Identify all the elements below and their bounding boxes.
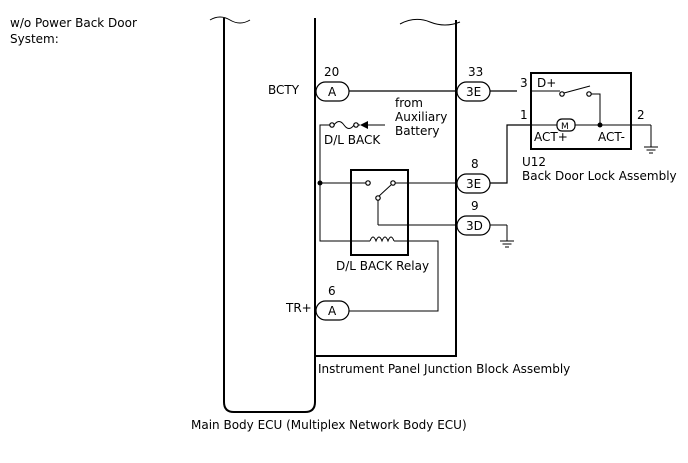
connector-3d-9-id: 3D (466, 219, 483, 233)
relay-switch-pivot (375, 195, 381, 201)
lock-switch-contact-left (559, 91, 565, 97)
ecu-top-break-left (209, 16, 251, 24)
act-minus-junction (597, 122, 603, 128)
relay-switch-blade (377, 184, 392, 198)
lock-pin-1: 1 (520, 108, 528, 122)
lock-pin-2: 2 (637, 108, 645, 122)
d-plus-label: D+ (537, 76, 556, 90)
act-minus-label: ACT- (598, 130, 625, 144)
ecu-label: Main Body ECU (Multiplex Network Body EC… (191, 418, 467, 432)
header-line-2: System: (10, 32, 59, 46)
pin-6-label: 6 (328, 284, 336, 298)
ecu-outline (223, 18, 316, 413)
junction-block-outline (315, 20, 457, 357)
pin-20-label: 20 (324, 65, 339, 79)
aux-source-line-1: from (395, 96, 423, 110)
lock-assembly-box (530, 72, 632, 150)
aux-source-line-2: Auxiliary (395, 110, 447, 124)
relay-contact-right (390, 180, 396, 186)
lock-switch-to-act-minus (591, 93, 601, 125)
relay-label: D/L BACK Relay (336, 259, 429, 273)
ground-icon-pin-9 (500, 240, 514, 248)
junction-block-label: Instrument Panel Junction Block Assembly (318, 362, 570, 376)
act-plus-label: ACT+ (534, 130, 568, 144)
coil-to-tr-wire (349, 240, 439, 312)
relay-contact-left (365, 180, 371, 186)
lock-pin-3: 3 (520, 76, 528, 90)
bcty-label: BCTY (268, 83, 300, 97)
lock-assembly-name: Back Door Lock Assembly (522, 169, 677, 183)
junction-top-break (399, 18, 461, 26)
pin-33-label: 33 (468, 65, 483, 79)
motor-symbol-label: M (561, 122, 569, 132)
connector-3e-33-id: 3E (466, 85, 481, 99)
pin-8-label: 8 (471, 157, 479, 171)
pin-9-label: 9 (471, 199, 479, 213)
relay-coil-icon (369, 236, 395, 243)
header-line-1: w/o Power Back Door (10, 16, 137, 30)
aux-source-arrow-icon (360, 121, 368, 129)
lock-switch-blade (563, 85, 591, 94)
fuse-icon (329, 121, 359, 129)
trplus-label: TR+ (285, 301, 312, 315)
lock-switch-contact-right (586, 91, 592, 97)
relay-box (350, 169, 409, 256)
connector-a-20-id: A (328, 85, 337, 99)
connector-a-6 (315, 300, 350, 321)
connector-a-6-id: A (328, 304, 337, 318)
aux-source-line-3: Battery (395, 124, 439, 138)
connector-3e-8-id: 3E (466, 177, 481, 191)
ground-icon (644, 146, 658, 154)
lock-assembly-code: U12 (522, 155, 546, 169)
fuse-label: D/L BACK (324, 133, 381, 147)
act-plus-wire (490, 124, 531, 184)
relay-junction-dot (317, 180, 323, 186)
